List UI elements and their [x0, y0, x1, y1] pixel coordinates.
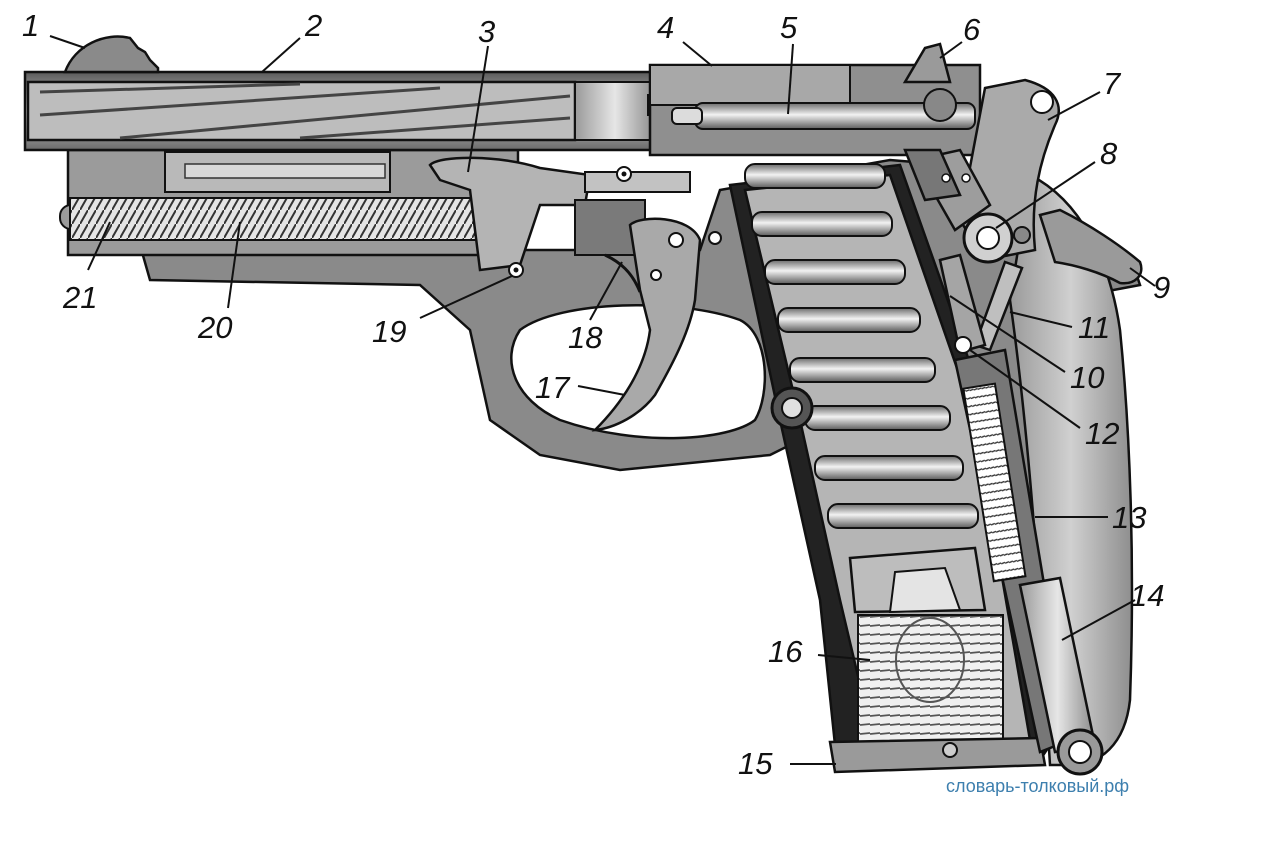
- leader-line: [1129, 267, 1156, 287]
- recoil-spring: [69, 197, 511, 241]
- callout-4: 4: [657, 10, 675, 45]
- callout-5: 5: [780, 10, 798, 45]
- takedown-pin-center: [513, 267, 519, 273]
- callout-2: 2: [305, 8, 323, 43]
- callout-20: 20: [198, 310, 233, 345]
- cartridge: [744, 163, 886, 189]
- leader-line: [577, 385, 626, 396]
- callout-11: 11: [1078, 310, 1111, 345]
- leader-line: [1009, 311, 1073, 328]
- rear-sight: [902, 42, 952, 84]
- leader-line: [87, 221, 111, 271]
- leader-line: [1061, 599, 1136, 641]
- leader-line: [939, 41, 963, 59]
- leader-line: [589, 261, 623, 321]
- grip-spur: [1038, 208, 1143, 285]
- trigger: [591, 217, 702, 432]
- trigger-pivot: [668, 232, 684, 248]
- leader-line: [467, 45, 489, 173]
- leader-line: [995, 161, 1096, 229]
- trigger-bar-pin-center: [621, 171, 627, 177]
- lanyard-loop-hole: [1068, 740, 1092, 764]
- callout-12: 12: [1085, 416, 1120, 451]
- floorplate-pin: [942, 742, 958, 758]
- callout-1: 1: [22, 8, 40, 43]
- magazine-spring: [857, 614, 1004, 744]
- leader-line: [682, 41, 713, 67]
- callout-13: 13: [1112, 500, 1147, 535]
- sear-pin: [1013, 226, 1031, 244]
- callout-16: 16: [768, 634, 803, 669]
- disconnector-pin: [954, 336, 972, 354]
- hammer-hole: [1030, 90, 1054, 114]
- leader-line: [969, 349, 1081, 429]
- cartridge-stack: [744, 163, 979, 529]
- cartridge: [804, 405, 951, 431]
- front-sight: [63, 35, 160, 74]
- cartridge: [751, 211, 893, 237]
- callout-18: 18: [568, 320, 603, 355]
- leader-line: [949, 295, 1066, 373]
- trigger-bar-hole: [708, 231, 722, 245]
- ejector-pin: [961, 173, 971, 183]
- callout-19: 19: [372, 314, 407, 349]
- hammer-strut: [973, 260, 1024, 352]
- barrel-chamber: [574, 81, 656, 141]
- mainspring: [962, 382, 1027, 583]
- breech-block-upper: [649, 64, 851, 106]
- callout-9: 9: [1153, 270, 1171, 305]
- trigger-bar: [584, 171, 691, 193]
- callout-8: 8: [1100, 136, 1118, 171]
- firing-pin-tip: [671, 107, 703, 125]
- callout-7: 7: [1103, 66, 1121, 101]
- trigger-spring: [604, 253, 642, 293]
- watermark-text: словарь-толковый.рф: [946, 776, 1130, 796]
- takedown-lever: [428, 156, 592, 272]
- leader-line: [787, 43, 794, 115]
- trigger-lower-pin: [650, 269, 662, 281]
- ejector: [903, 148, 962, 202]
- callout-3: 3: [478, 14, 496, 49]
- magazine-floorplate: [828, 736, 1047, 774]
- callout-21: 21: [63, 280, 98, 315]
- callout-10: 10: [1070, 360, 1105, 395]
- leader-line: [1047, 91, 1101, 121]
- follower-cutout: [888, 566, 962, 614]
- ejector-pin: [941, 173, 951, 183]
- callout-17: 17: [535, 370, 570, 405]
- barrel-rifling: [39, 82, 571, 140]
- callout-15: 15: [738, 746, 773, 781]
- callout-14: 14: [1130, 578, 1165, 613]
- cartridge: [777, 307, 921, 333]
- cartridge: [814, 455, 964, 481]
- magazine-catch-center: [781, 397, 803, 419]
- leader-lines: [49, 35, 1156, 765]
- cartridge: [827, 503, 979, 529]
- leader-line: [817, 654, 871, 661]
- firing-pin-block: [923, 88, 957, 122]
- magazine-spring-coil: [895, 617, 965, 703]
- slide-inner-recess-lines: [184, 163, 386, 179]
- leader-line: [261, 37, 301, 73]
- leader-line: [227, 221, 241, 309]
- cartridge: [764, 259, 906, 285]
- ejector-pins: [941, 173, 971, 183]
- leader-line: [49, 35, 86, 49]
- leader-line: [419, 275, 513, 319]
- cartridge: [789, 357, 936, 383]
- hammer-pivot-pin: [976, 226, 1000, 250]
- callout-6: 6: [963, 12, 981, 47]
